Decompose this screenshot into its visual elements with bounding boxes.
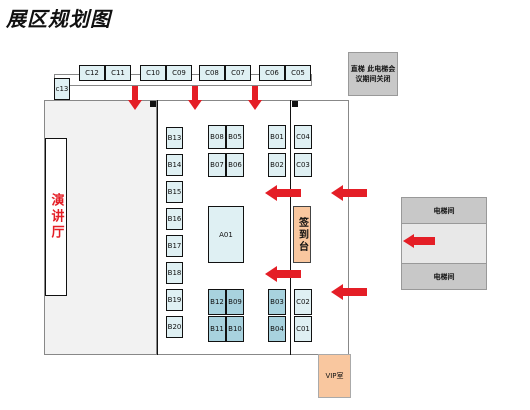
booth-b20[interactable]: B20 bbox=[166, 316, 183, 338]
booth-b10[interactable]: B10 bbox=[226, 316, 244, 342]
arrow-left-icon bbox=[265, 266, 301, 282]
exhibition-floor bbox=[157, 100, 349, 355]
elevator-hall-bottom-label: 电梯间 bbox=[433, 272, 455, 281]
booth-a01[interactable]: A01 bbox=[208, 206, 244, 263]
elevator-hall-bottom: 电梯间 bbox=[401, 263, 487, 290]
vip-label: VIP室 bbox=[325, 372, 344, 380]
booth-b11[interactable]: B11 bbox=[208, 316, 226, 342]
arrow-left-icon bbox=[331, 284, 367, 300]
booth-b15[interactable]: B15 bbox=[166, 181, 183, 203]
booth-c06[interactable]: C06 bbox=[259, 65, 285, 81]
booth-c07[interactable]: C07 bbox=[225, 65, 251, 81]
booth-b08[interactable]: B08 bbox=[208, 125, 226, 149]
arrow-down-icon bbox=[248, 86, 262, 110]
booth-c04[interactable]: C04 bbox=[294, 125, 312, 149]
elevator-note-label: 直梯 此电梯会议期间关闭 bbox=[350, 65, 396, 83]
vip-room[interactable]: VIP室 bbox=[318, 354, 351, 398]
booth-b07[interactable]: B07 bbox=[208, 153, 226, 177]
divider-line bbox=[290, 100, 291, 355]
corner-marker bbox=[150, 101, 156, 107]
checkin-desk[interactable]: 签到台 bbox=[293, 206, 311, 263]
booth-b17[interactable]: B17 bbox=[166, 235, 183, 257]
elevator-hall-top: 电梯间 bbox=[401, 197, 487, 224]
booth-c10[interactable]: C10 bbox=[140, 65, 166, 81]
booth-b18[interactable]: B18 bbox=[166, 262, 183, 284]
booth-c02[interactable]: C02 bbox=[294, 289, 312, 315]
booth-c05[interactable]: C05 bbox=[285, 65, 311, 81]
corner-marker bbox=[292, 101, 298, 107]
booth-c09[interactable]: C09 bbox=[166, 65, 192, 81]
booth-b14[interactable]: B14 bbox=[166, 154, 183, 176]
arrow-down-icon bbox=[128, 86, 142, 110]
booth-b05[interactable]: B05 bbox=[226, 125, 244, 149]
booth-b01[interactable]: B01 bbox=[268, 125, 286, 149]
booth-b12[interactable]: B12 bbox=[208, 289, 226, 315]
arrow-left-icon bbox=[331, 185, 367, 201]
booth-c08[interactable]: C08 bbox=[199, 65, 225, 81]
lecture-hall: 演讲厅 bbox=[45, 138, 67, 296]
divider-line bbox=[157, 100, 158, 355]
booth-b16[interactable]: B16 bbox=[166, 208, 183, 230]
elevator-note: 直梯 此电梯会议期间关闭 bbox=[348, 52, 398, 96]
arrow-down-icon bbox=[188, 86, 202, 110]
page-title: 展区规划图 bbox=[6, 7, 111, 31]
checkin-label: 签到台 bbox=[296, 216, 308, 253]
arrow-left-icon bbox=[403, 234, 435, 248]
booth-c13[interactable]: c13 bbox=[54, 78, 70, 100]
booth-c11[interactable]: C11 bbox=[105, 65, 131, 81]
booth-b06[interactable]: B06 bbox=[226, 153, 244, 177]
booth-c01[interactable]: C01 bbox=[294, 316, 312, 342]
booth-b13[interactable]: B13 bbox=[166, 127, 183, 149]
booth-b02[interactable]: B02 bbox=[268, 153, 286, 177]
booth-c12[interactable]: C12 bbox=[79, 65, 105, 81]
booth-c03[interactable]: C03 bbox=[294, 153, 312, 177]
booth-b19[interactable]: B19 bbox=[166, 289, 183, 311]
booth-b04[interactable]: B04 bbox=[268, 316, 286, 342]
booth-b03[interactable]: B03 bbox=[268, 289, 286, 315]
elevator-hall-top-label: 电梯间 bbox=[433, 206, 455, 215]
lecture-hall-label: 演讲厅 bbox=[48, 193, 64, 241]
arrow-left-icon bbox=[265, 185, 301, 201]
booth-b09[interactable]: B09 bbox=[226, 289, 244, 315]
